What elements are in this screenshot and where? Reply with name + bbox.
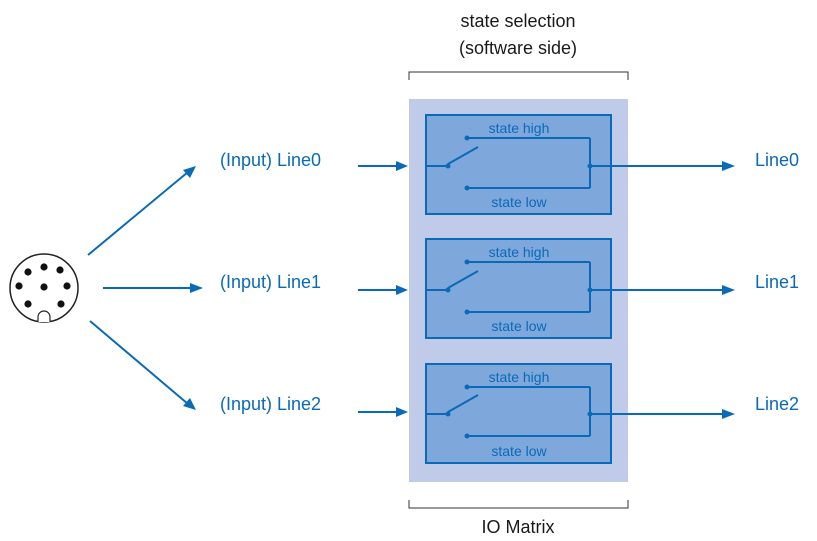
connector-key-notch [37,310,51,322]
connector-pin [15,282,23,290]
input-line1-label: (Input) Line1 [220,272,321,292]
output-line1-label: Line1 [755,272,799,292]
footer-label: IO Matrix [481,517,554,537]
top-bracket [408,71,629,80]
header-title-line1: state selection [460,11,575,31]
output-line0-label: Line0 [755,150,799,170]
connector-pin [40,283,48,291]
switch-lever-line1 [447,270,479,289]
connector-pin [63,282,71,290]
connector-pin [57,300,65,308]
connector-pin [40,263,48,271]
switch-lever-line2 [447,394,479,413]
switch-box-line2 [425,363,612,464]
connector-pin [24,300,32,308]
input-line0-label: (Input) Line0 [220,150,321,170]
switch-box-line0 [425,114,612,215]
state-low-label-line1: state low [491,318,547,334]
line1-row: (Input) Line1 state high state low Line1 [220,238,799,339]
connector-pin [56,266,64,274]
connector-pin [24,268,32,276]
state-high-label-line0: state high [489,120,550,136]
state-high-label-line2: state high [489,369,550,385]
input-line2-label: (Input) Line2 [220,394,321,414]
switch-box-line1 [425,238,612,339]
state-high-label-line1: state high [489,244,550,260]
state-low-label-line0: state low [491,194,547,210]
state-low-label-line2: state low [491,443,547,459]
switch-lever-line0 [447,146,479,165]
connector-arrow-middle [103,283,203,293]
connector-arrow-lower [89,320,196,410]
bottom-bracket [408,500,629,509]
header-title-line2: (software side) [459,38,577,58]
connector-arrow-upper [87,166,196,256]
line2-row: (Input) Line2 state high state low Line2 [220,363,799,464]
circular-connector-icon [9,253,79,323]
line0-row: (Input) Line0 state high state low Line0 [220,114,799,215]
output-line2-label: Line2 [755,394,799,414]
